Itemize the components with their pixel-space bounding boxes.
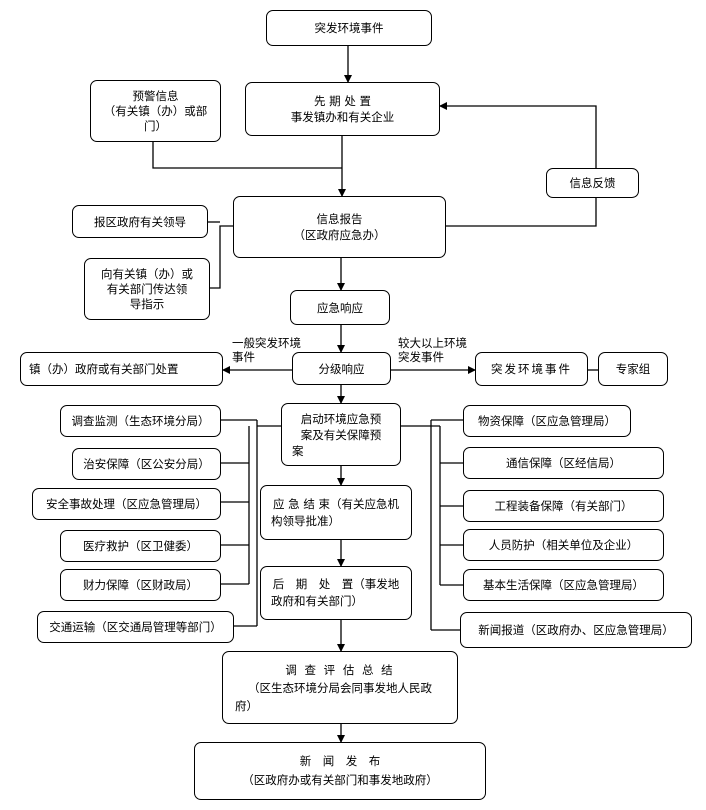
report-leader-box: 报区政府有关领导 <box>72 205 208 238</box>
convey-line-1: 向有关镇（办）或 <box>101 266 193 281</box>
sudden-event-2-box: 突发环境事件 <box>475 352 588 386</box>
general-label-line-2: 事件 <box>232 350 255 364</box>
emergency-end-box: 应 急 结 束（有关应急机 构领导批准） <box>260 485 412 540</box>
post-disposal-box: 后 期 处 置（事发地 政府和有关部门） <box>260 566 412 620</box>
warning-line-1: 预警信息 <box>132 88 179 103</box>
left-item-accident: 安全事故处理（区应急管理局） <box>32 488 221 520</box>
graded-response-box: 分级响应 <box>292 352 391 385</box>
start-plan-line-2: 案及有关保障预 <box>300 427 382 442</box>
left-item-label: 治安保障（区公安分局） <box>83 457 210 471</box>
emergency-end-line-1: 应 急 结 束（有关应急机 <box>273 496 399 511</box>
line-report-to-side <box>210 225 233 289</box>
line-warning-join <box>152 142 342 169</box>
info-report-box: 信息报告 （区政府应急办） <box>233 196 446 258</box>
left-item-label: 调查监测（生态环境分局） <box>71 414 210 428</box>
sudden-event-text: 突发环境事件 <box>314 21 384 35</box>
town-disposal-text: 镇（办）政府或有关部门处置 <box>29 362 179 376</box>
left-item-label: 医疗救护（区卫健委） <box>83 539 198 553</box>
right-item-label: 新闻报道（区政府办、区应急管理局） <box>478 623 674 637</box>
info-feedback-text: 信息反馈 <box>569 176 616 190</box>
left-item-label: 安全事故处理（区应急管理局） <box>46 497 207 511</box>
evaluation-title: 调 查 评 估 总 结 <box>285 662 395 677</box>
start-plan-line-3: 案 <box>292 443 304 458</box>
evaluation-sub-line-1: （区生态环境分局会同事发地人民政 <box>248 680 432 695</box>
evaluation-sub-line-2: 府） <box>235 698 258 713</box>
general-event-label: 一般突发环境 事件 <box>232 336 301 364</box>
start-plan-line-1: 启动环境应急预 <box>300 411 382 426</box>
right-item-materials: 物资保障（区应急管理局） <box>463 405 631 437</box>
right-item-label: 物资保障（区应急管理局） <box>478 414 616 428</box>
news-release-title: 新 闻 发 布 <box>299 754 381 768</box>
general-label-line-1: 一般突发环境 <box>232 336 301 350</box>
emergency-end-line-2: 构领导批准） <box>271 513 340 528</box>
sudden-event-2-text: 突发环境事件 <box>491 362 572 376</box>
right-item-living: 基本生活保障（区应急管理局） <box>463 569 664 601</box>
warning-line-3: 门） <box>144 118 167 133</box>
arrow-feedback-to-initial <box>439 102 597 168</box>
left-item-label: 交通运输（区交通局管理等部门） <box>49 620 222 634</box>
post-disposal-line-2: 政府和有关部门） <box>271 594 363 608</box>
warning-line-2: （有关镇（办）或部 <box>103 103 208 118</box>
right-item-label: 通信保障（区经信局） <box>506 456 621 470</box>
major-label-line-2: 突发事件 <box>398 350 444 364</box>
info-feedback-box: 信息反馈 <box>546 168 639 198</box>
left-item-transport: 交通运输（区交通局管理等部门） <box>37 611 234 643</box>
right-item-news-report: 新闻报道（区政府办、区应急管理局） <box>460 612 692 648</box>
warning-info-box: 预警信息 （有关镇（办）或部 门） <box>90 80 221 142</box>
convey-line-2: 有关部门传达领 <box>106 281 188 296</box>
right-item-protection: 人员防护（相关单位及企业） <box>463 529 664 561</box>
news-release-sub: （区政府办或有关部门和事发地政府） <box>242 773 438 787</box>
line-report-to-feedback <box>446 198 597 227</box>
expert-group-text: 专家组 <box>615 362 651 376</box>
convey-instruction-box: 向有关镇（办）或 有关部门传达领 导指示 <box>84 258 210 320</box>
major-event-label: 较大以上环境 突发事件 <box>398 336 467 364</box>
right-item-label: 基本生活保障（区应急管理局） <box>483 578 644 592</box>
left-item-finance: 财力保障（区财政局） <box>60 569 221 601</box>
right-item-equipment: 工程装备保障（有关部门） <box>463 490 664 522</box>
info-report-sub: （区政府应急办） <box>293 228 386 242</box>
post-disposal-line-1: 后 期 处 置（事发地 <box>272 577 400 591</box>
emergency-response-text: 应急响应 <box>317 300 363 315</box>
right-item-label: 工程装备保障（有关部门） <box>494 499 633 513</box>
emergency-response-box: 应急响应 <box>290 290 390 325</box>
major-label-line-1: 较大以上环境 <box>398 336 467 350</box>
left-item-monitoring: 调查监测（生态环境分局） <box>60 405 221 437</box>
right-item-communication: 通信保障（区经信局） <box>463 447 664 479</box>
convey-line-3: 导指示 <box>129 296 165 311</box>
left-item-label: 财力保障（区财政局） <box>83 578 198 592</box>
info-report-title: 信息报告 <box>316 212 363 226</box>
initial-disposal-title: 先 期 处 置 <box>314 94 371 108</box>
town-disposal-box: 镇（办）政府或有关部门处置 <box>20 352 223 386</box>
initial-disposal-box: 先 期 处 置 事发镇办和有关企业 <box>245 82 440 136</box>
report-leader-text: 报区政府有关领导 <box>94 214 186 229</box>
start-plan-box: 启动环境应急预 案及有关保障预 案 <box>281 403 401 466</box>
evaluation-summary-box: 调 查 评 估 总 结 （区生态环境分局会同事发地人民政 府） <box>222 651 458 724</box>
expert-group-box: 专家组 <box>598 352 668 386</box>
left-item-security: 治安保障（区公安分局） <box>72 448 221 480</box>
right-item-label: 人员防护（相关单位及企业） <box>488 538 639 552</box>
graded-response-text: 分级响应 <box>318 361 365 376</box>
left-item-medical: 医疗救护（区卫健委） <box>60 530 221 562</box>
news-release-box: 新 闻 发 布 （区政府办或有关部门和事发地政府） <box>194 742 486 800</box>
sudden-event-box: 突发环境事件 <box>266 10 432 46</box>
initial-disposal-sub: 事发镇办和有关企业 <box>290 110 395 124</box>
